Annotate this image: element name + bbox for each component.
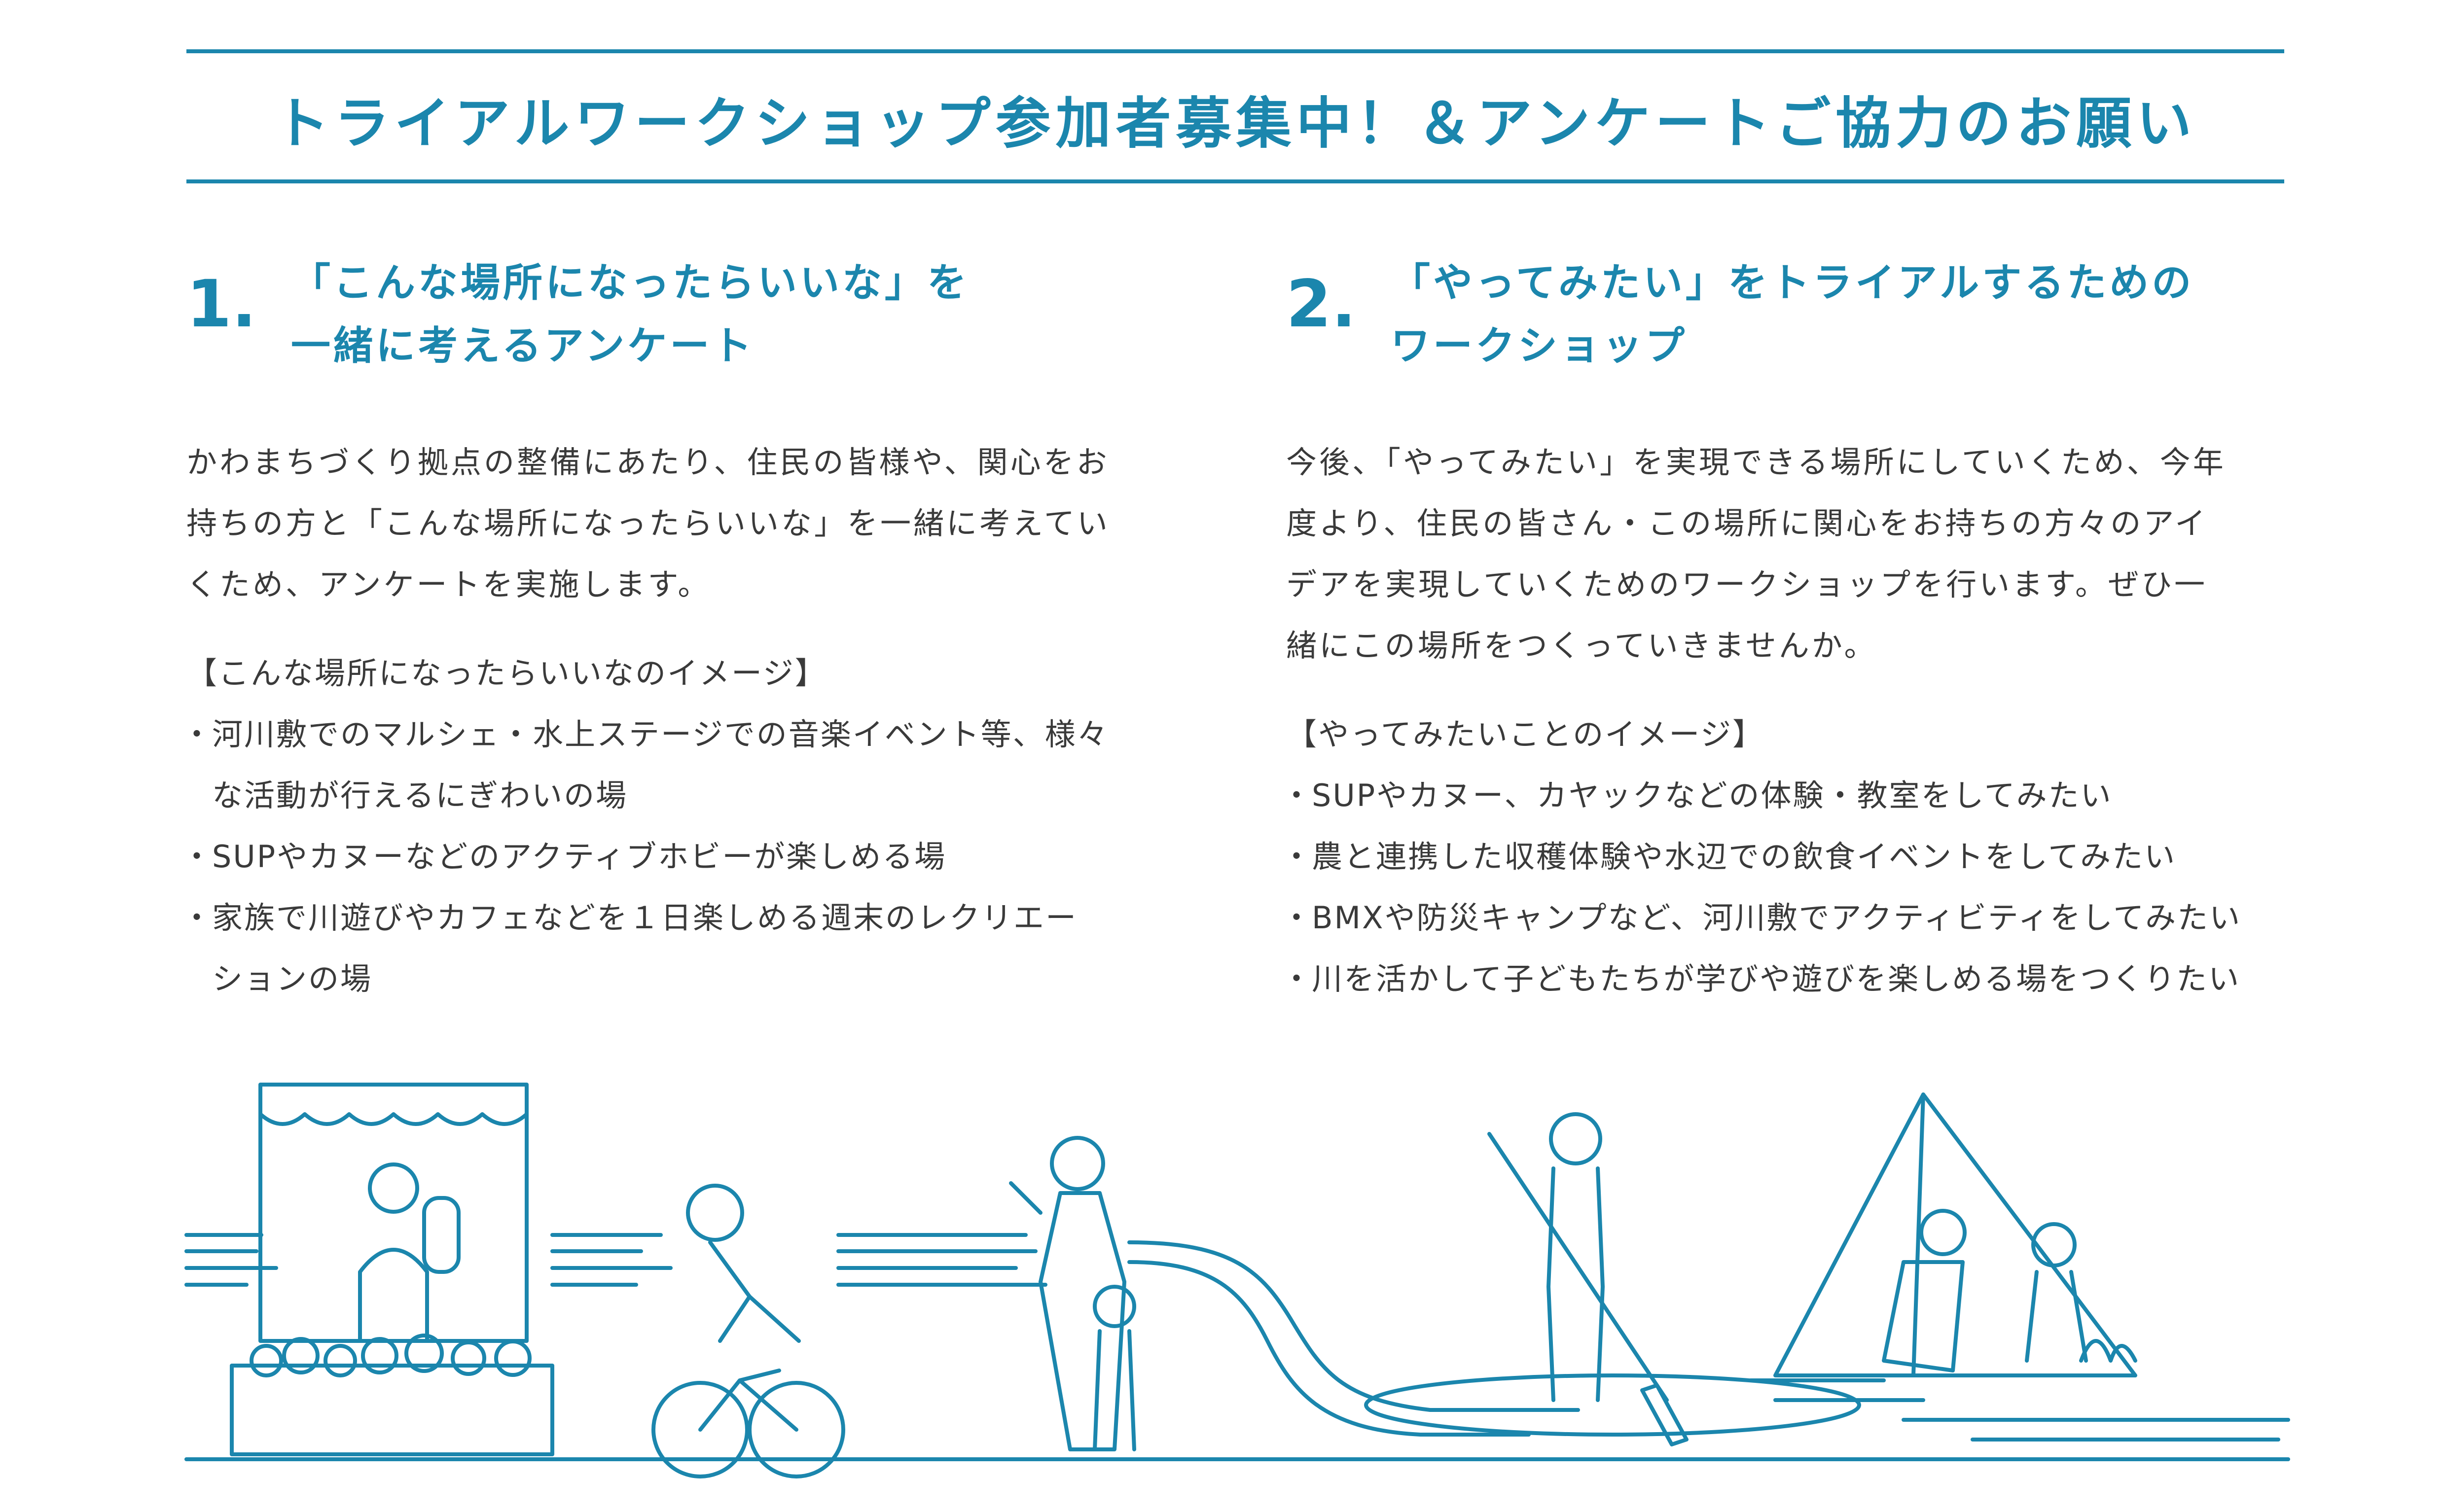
bullet-item: BMXや防災キャンプなど、河川敷でアクティビティをしてみたい	[1281, 887, 2297, 949]
section-number: 1.	[186, 266, 256, 342]
section-title: 「こんな場所になったらいいな」を 一緒に考えるアンケート	[291, 251, 970, 378]
bullet-line: 川を活かして子どもたちが学びや遊びを楽しめる場をつくりたい	[1312, 961, 2241, 997]
bullet-item: 川を活かして子どもたちが学びや遊びを楽しめる場をつくりたい	[1281, 949, 2297, 1010]
body-line: かわまちづくり拠点の整備にあたり、住民の皆様や、関心をお	[186, 444, 1110, 480]
section-workshop: 2. 「やってみたい」をトライアルするための ワークショップ 今後、「やってみた…	[1281, 251, 2297, 1010]
cyclist	[651, 1184, 845, 1478]
page-title: トライアルワークショップ参加者募集中！＆アンケートご協力のお願い	[274, 92, 2197, 156]
section-title-line: ワークショップ	[1391, 323, 1688, 369]
bullet-line: 河川敷でのマルシェ・水上ステージでの音楽イベント等、様々	[212, 716, 1109, 752]
bullet-line: BMXや防災キャンプなど、河川敷でアクティビティをしてみたい	[1312, 900, 2242, 936]
mother-and-child	[1009, 1136, 1136, 1451]
bullet-list: 河川敷でのマルシェ・水上ステージでの音楽イベント等、様々 な活動が行えるにぎわい…	[181, 704, 1212, 1010]
body-line: くため、アンケートを実施します。	[186, 566, 711, 602]
bullet-item: SUPやカヌー、カヤックなどの体験・教室をしてみたい	[1281, 765, 2297, 826]
water-lines-left	[184, 1233, 1047, 1287]
body-line: 今後、「やってみたい」を実現できる場所にしていくため、今年	[1286, 444, 2226, 480]
top-rule	[186, 49, 2284, 53]
section-header: 1. 「こんな場所になったらいいな」を 一緒に考えるアンケート	[186, 251, 1212, 394]
bullet-list: SUPやカヌー、カヤックなどの体験・教室をしてみたい 農と連携した収穫体験や水辺…	[1281, 765, 2297, 1010]
body-line: 度より、住民の皆さん・この場所に関心をお持ちの方々のアイ	[1286, 505, 2208, 541]
section-title: 「やってみたい」をトライアルするための ワークショップ	[1391, 251, 2194, 378]
section-survey: 1. 「こんな場所になったらいいな」を 一緒に考えるアンケート かわまちづくり拠…	[181, 251, 1212, 1010]
bullet-line: SUPやカヌーなどのアクティブホビーが楽しめる場	[212, 839, 947, 875]
riverside-illustration	[184, 1083, 2290, 1478]
river-path-top	[1127, 1240, 1580, 1412]
section-title-line: 「やってみたい」をトライアルするための	[1391, 260, 2194, 306]
body-line: デアを実現していくためのワークショップを行います。ぜひ一	[1286, 566, 2207, 602]
section-body: かわまちづくり拠点の整備にあたり、住民の皆様や、関心をお 持ちの方と「こんな場所…	[186, 432, 1212, 615]
camping-tent	[1773, 1092, 2137, 1377]
section-number: 2.	[1286, 266, 1356, 342]
sup-paddler	[1364, 1112, 1861, 1446]
section-body: 今後、「やってみたい」を実現できる場所にしていくため、今年 度より、住民の皆さん…	[1286, 432, 2297, 676]
bullet-line: な活動が行えるにぎわいの場	[212, 777, 628, 813]
bullet-line: ションの場	[212, 961, 373, 997]
image-heading: 【やってみたいことのイメージ】	[1286, 716, 1765, 752]
water-lines-right	[1749, 1378, 2290, 1442]
image-heading: 【こんな場所になったらいいなのイメージ】	[186, 655, 827, 691]
bullet-line: SUPやカヌー、カヤックなどの体験・教室をしてみたい	[1312, 777, 2113, 813]
bullet-item: 家族で川遊びやカフェなどを１日楽しめる週末のレクリエー ションの場	[181, 887, 1212, 1010]
bullet-item: 農と連携した収穫体験や水辺での飲食イベントをしてみたい	[1281, 826, 2297, 887]
section-title-line: 「こんな場所になったらいいな」を	[291, 260, 970, 306]
section-header: 2. 「やってみたい」をトライアルするための ワークショップ	[1286, 251, 2297, 394]
river-path-bottom	[1127, 1260, 1531, 1437]
bullet-line: 農と連携した収穫体験や水辺での飲食イベントをしてみたい	[1312, 839, 2177, 875]
market-stall	[230, 1083, 554, 1456]
bullet-item: SUPやカヌーなどのアクティブホビーが楽しめる場	[181, 826, 1212, 887]
bullet-item: 河川敷でのマルシェ・水上ステージでの音楽イベント等、様々 な活動が行えるにぎわい…	[181, 704, 1212, 826]
section-title-line: 一緒に考えるアンケート	[291, 323, 755, 369]
bullet-line: 家族で川遊びやカフェなどを１日楽しめる週末のレクリエー	[212, 900, 1078, 936]
body-line: 持ちの方と「こんな場所になったらいいな」を一緒に考えてい	[186, 505, 1110, 541]
bottom-rule	[186, 179, 2284, 183]
body-line: 緒にこの場所をつくっていきませんか。	[1286, 628, 1877, 664]
